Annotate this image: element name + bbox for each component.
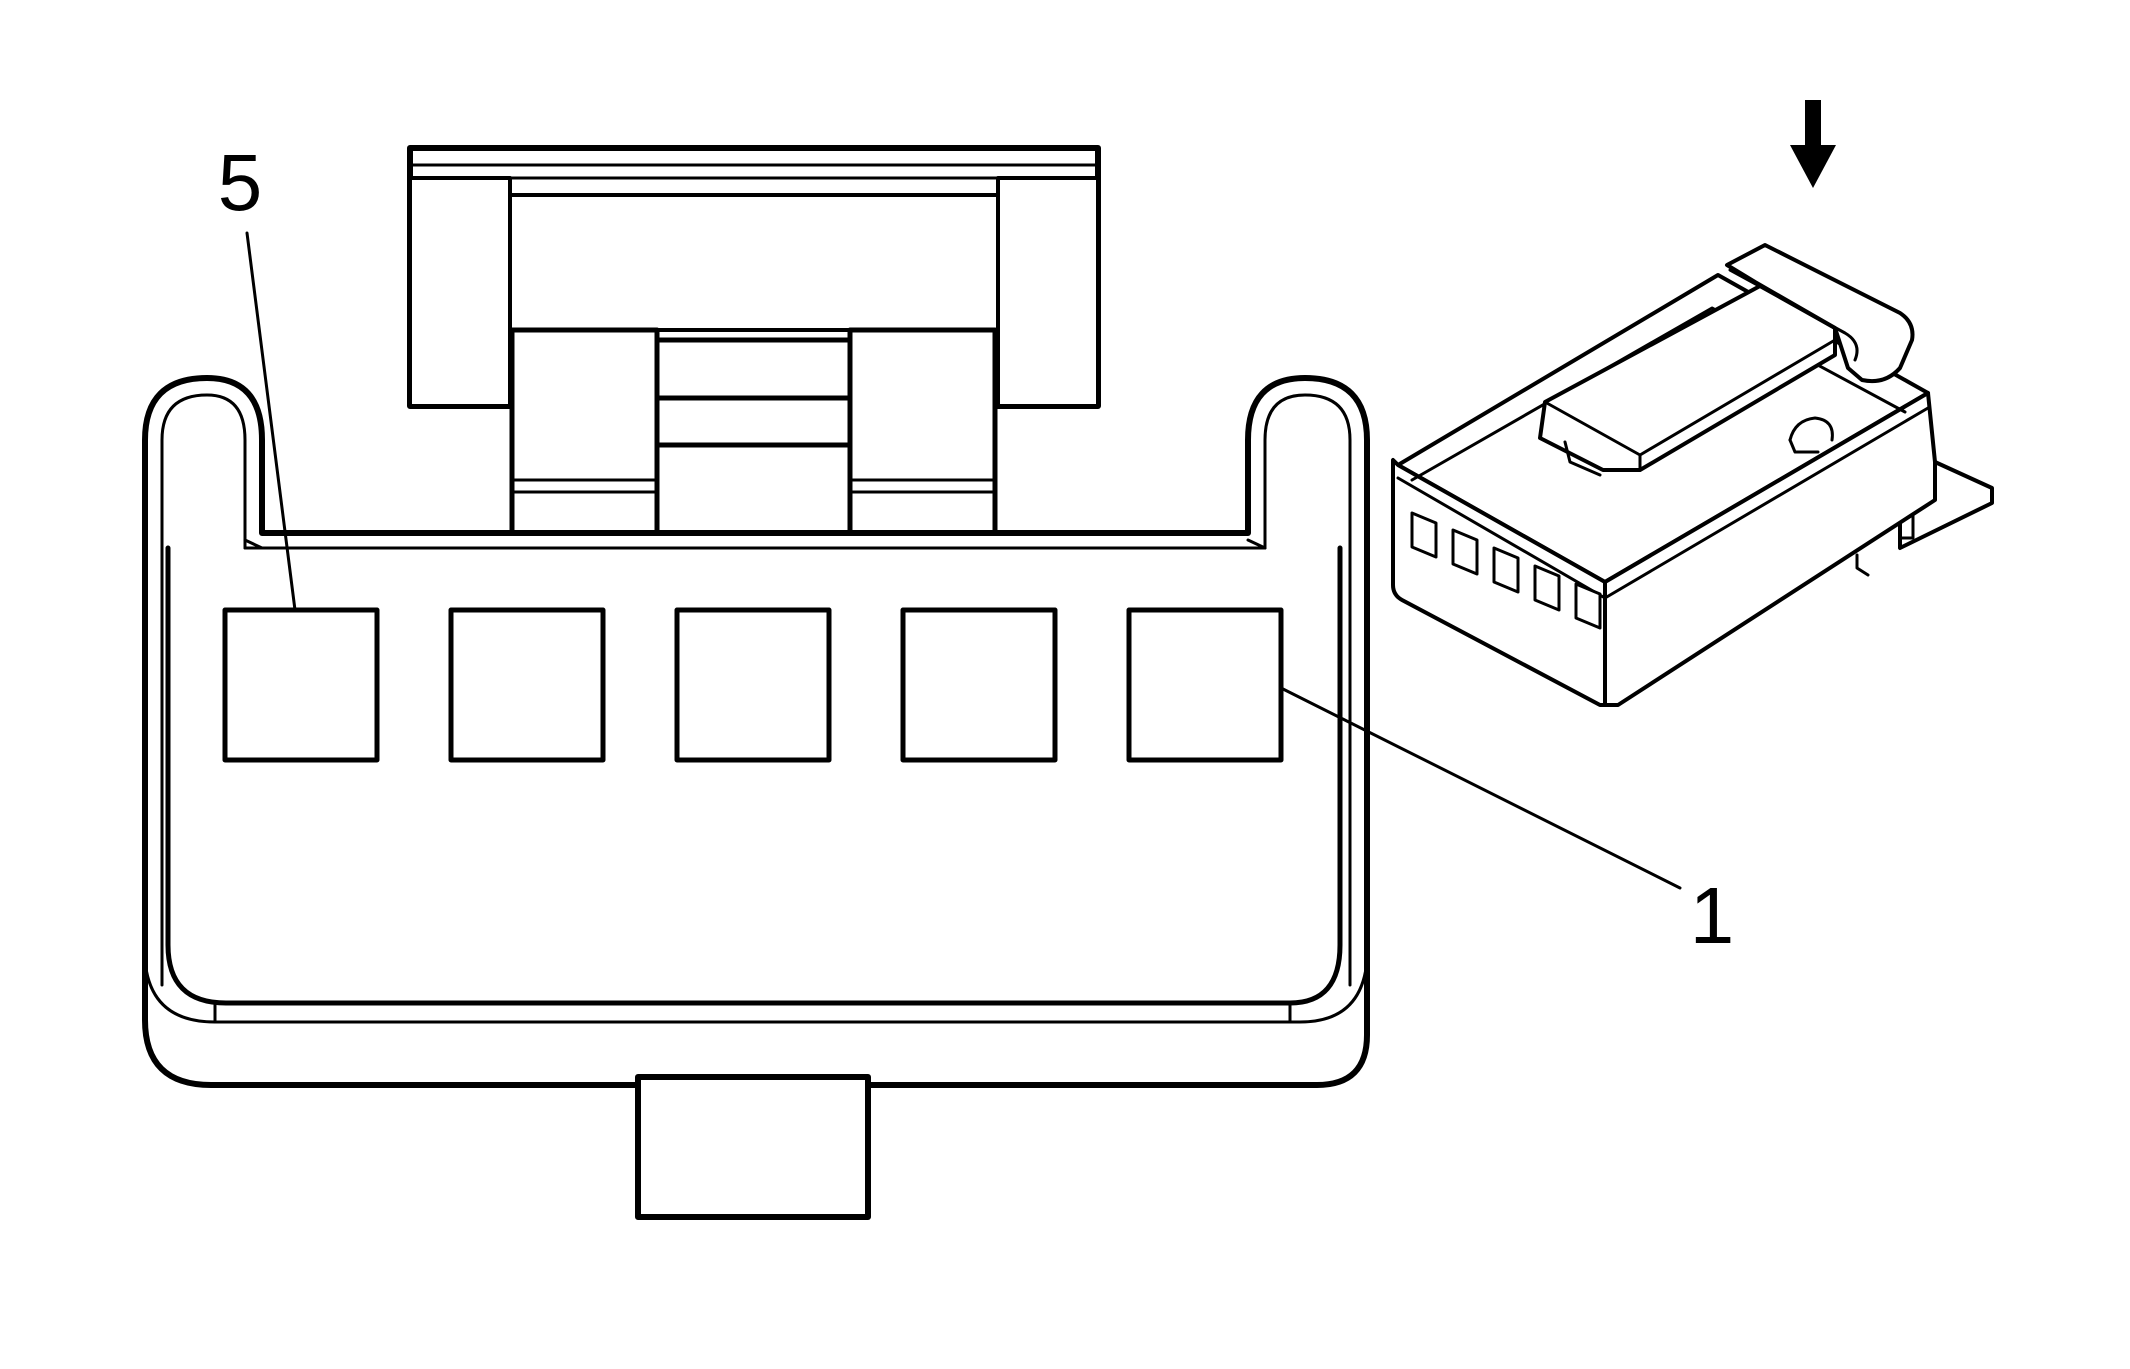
callout-leader-5 <box>245 231 297 612</box>
terminal-cavity-3 <box>674 607 832 763</box>
connector-isometric-view <box>1391 100 1994 707</box>
terminal-cavity-2 <box>900 607 1058 763</box>
terminal-cavity-4 <box>448 607 606 763</box>
connector-face-view: 5 1 <box>142 138 1735 1220</box>
down-arrow-icon <box>1790 100 1836 188</box>
terminal-cavity-1 <box>1126 607 1284 763</box>
release-tab <box>1725 243 1915 384</box>
terminal-cavity-5 <box>222 607 380 763</box>
callout-label-1: 1 <box>1690 871 1735 960</box>
isometric-terminal-windows <box>1410 511 1602 630</box>
terminal-cavities <box>222 607 1284 763</box>
callout-label-5: 5 <box>218 138 263 227</box>
callout-leader-1 <box>1279 686 1682 890</box>
lock-tab <box>407 145 1101 545</box>
bottom-stub <box>635 1074 871 1220</box>
